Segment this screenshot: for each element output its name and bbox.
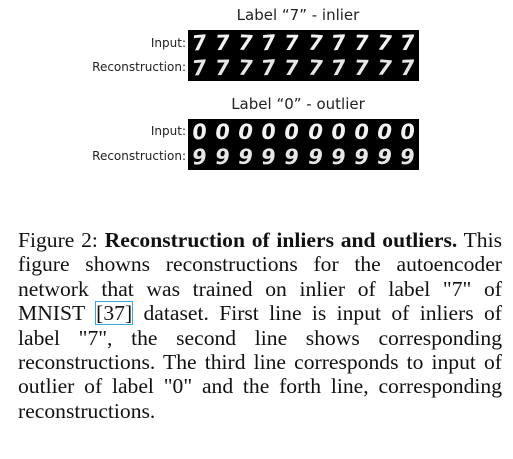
panel-1-title: Label “7” - inlier <box>236 6 360 24</box>
panel-2-title: Label “0” - outlier <box>231 95 365 113</box>
caption-title: Reconstruction of inliers and outliers. <box>104 228 458 252</box>
digit-7-recon-3: 7 <box>260 55 277 81</box>
panel-2-recon-label: Reconstruction: <box>92 149 186 163</box>
digit-7-recon-9: 7 <box>398 55 416 81</box>
digit-0-input-6: 0 <box>329 119 347 145</box>
digit-7-input-6: 7 <box>329 30 347 56</box>
digit-7-input-5: 7 <box>305 30 325 56</box>
figure-caption: Figure 2: Reconstruction of inliers and … <box>18 228 502 423</box>
digit-7-input-9: 7 <box>398 30 416 56</box>
digit-0-recon-9: 9 <box>398 144 416 170</box>
caption-label: Figure 2: <box>18 228 98 252</box>
caption-text-2: dataset. First line is input of inliers … <box>18 301 502 423</box>
digit-0-input-5: 0 <box>305 119 325 145</box>
digit-0-recon-3: 9 <box>260 144 277 170</box>
panel-1-input-label: Input: <box>150 36 186 50</box>
panel-2-input-label: Input: <box>150 124 186 138</box>
digit-0-recon-0: 9 <box>191 144 208 170</box>
digit-7-recon-0: 7 <box>191 55 208 81</box>
digit-0-input-3: 0 <box>260 119 277 145</box>
digit-0-input-0: 0 <box>191 119 208 145</box>
digit-0-input-9: 0 <box>398 119 416 145</box>
digit-7-input-3: 7 <box>260 30 277 56</box>
digit-0-recon-5: 9 <box>305 144 325 170</box>
digit-7-input-0: 7 <box>191 30 208 56</box>
caption-text-1: This figure showns reconstructions for t… <box>18 228 502 326</box>
digit-7-recon-5: 7 <box>305 55 325 81</box>
citation-link[interactable]: [37] <box>95 301 134 326</box>
panel-1-recon-label: Reconstruction: <box>92 60 186 74</box>
digit-0-recon-6: 9 <box>329 144 347 170</box>
digit-7-recon-6: 7 <box>329 55 347 81</box>
